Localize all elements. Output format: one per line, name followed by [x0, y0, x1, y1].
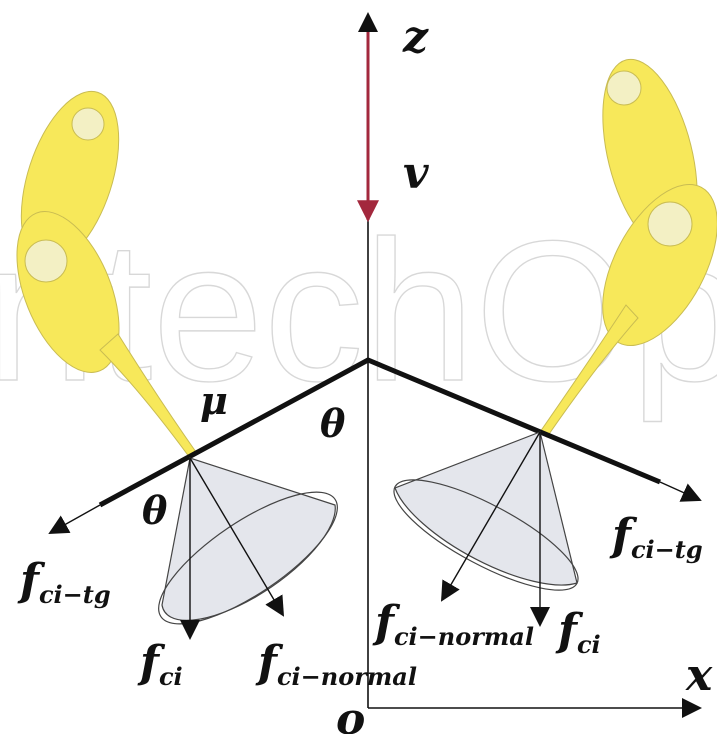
finger-right-icon — [539, 58, 717, 438]
force-normal-right-arrow — [440, 431, 541, 602]
friction-cone-right-icon — [393, 431, 579, 627]
force-tg-right-arrow — [659, 481, 702, 502]
velocity-label: v — [403, 148, 429, 199]
force-tg-left-arrow — [48, 504, 101, 534]
force-normal-left-label: fci−normal — [255, 637, 417, 691]
watermark: IntechOpen — [0, 200, 717, 423]
object-surface — [98, 357, 661, 508]
force-tg-left-label: fci−tg — [17, 555, 111, 609]
finger-joint — [71, 107, 105, 141]
friction-cone-left-icon — [158, 457, 338, 640]
z-label: z — [402, 12, 429, 63]
cone-base — [393, 479, 579, 591]
angle-theta-center-label: θ — [320, 401, 346, 446]
cone-base — [158, 491, 338, 625]
finger-joint — [606, 70, 642, 106]
force-ci-left-label: fci — [137, 637, 183, 691]
origin-label: o — [336, 694, 365, 734]
x-label: x — [685, 650, 713, 701]
force-normal-left-arrow — [189, 457, 285, 617]
finger-joint — [647, 201, 693, 247]
cone-surface — [394, 431, 578, 586]
cone-surface — [161, 457, 336, 621]
friction-coefficient-label: μ — [200, 378, 228, 423]
finger-joint — [24, 239, 68, 283]
finger-left-icon — [16, 90, 197, 459]
angle-theta-left-label: θ — [142, 488, 168, 533]
force-tg-right-label: fci−tg — [609, 510, 703, 564]
force-ci-right-label: fci — [555, 605, 601, 659]
force-normal-right-label: fci−normal — [372, 597, 534, 651]
